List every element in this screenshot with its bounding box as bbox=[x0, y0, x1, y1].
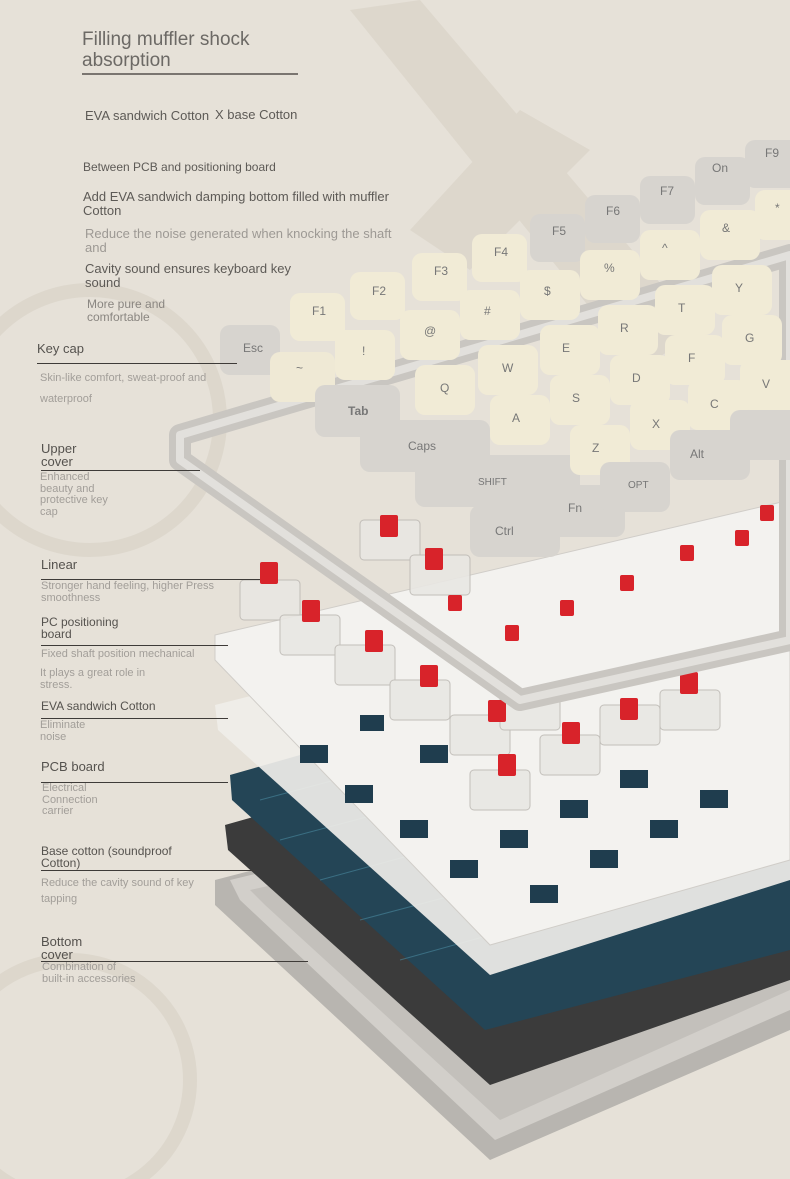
keycap-esc: Esc bbox=[243, 341, 263, 355]
keycap-y: Y bbox=[735, 281, 743, 295]
keycap-tilde: ~ bbox=[296, 361, 303, 375]
keycap-x: X bbox=[652, 417, 660, 431]
layer-eva-cotton-desc: Eliminate noise bbox=[40, 719, 86, 743]
keycap-ctrl: Ctrl bbox=[495, 524, 514, 538]
layer-bottom-cover-desc: Combination of built-in accessories bbox=[42, 961, 136, 985]
keycap-v: V bbox=[762, 377, 770, 391]
title-underline bbox=[82, 73, 298, 75]
keycap-tab: Tab bbox=[348, 404, 368, 418]
keycap-fn: Fn bbox=[568, 501, 582, 515]
keycap-f5: F5 bbox=[552, 224, 566, 238]
keycap-8: * bbox=[775, 201, 780, 215]
keycap-opt: OPT bbox=[628, 480, 649, 491]
intro-more-pure: More pure and comfortable bbox=[87, 297, 166, 324]
layer-upper-cover-rule bbox=[41, 470, 200, 471]
keycap-f1: F1 bbox=[312, 304, 326, 318]
keycap-d: D bbox=[632, 371, 641, 385]
keycap-1: ! bbox=[362, 344, 365, 358]
keycap-2: @ bbox=[424, 324, 436, 338]
keycap-t: T bbox=[678, 301, 686, 315]
layer-pc-board-rule bbox=[41, 645, 228, 646]
keycap-w: W bbox=[502, 361, 514, 375]
layer-keycap-rule bbox=[37, 363, 237, 364]
keycap-f: F bbox=[688, 351, 695, 365]
keycap-alt: Alt bbox=[690, 447, 705, 461]
layer-linear-desc: Stronger hand feeling, higher Press smoo… bbox=[41, 580, 215, 604]
switch-layer bbox=[239, 505, 774, 811]
layer-upper-cover-name: Upper cover bbox=[41, 441, 77, 469]
layer-base-cotton-rule bbox=[41, 870, 255, 871]
layer-upper-cover-desc: Enhanced beauty and protective key cap bbox=[40, 471, 108, 518]
keycap-r: R bbox=[620, 321, 629, 335]
intro-base-cotton: X base Cotton bbox=[215, 107, 298, 122]
keycap-caps: Caps bbox=[408, 439, 436, 453]
page-title: Filling muffler shock absorption bbox=[82, 29, 250, 71]
intro-cavity-sound: Cavity sound ensures keyboard key sound bbox=[85, 261, 291, 291]
intro-add-eva: Add EVA sandwich damping bottom filled w… bbox=[83, 189, 389, 219]
keycap-g: G bbox=[745, 331, 754, 345]
keycap-a: A bbox=[512, 411, 520, 425]
keycap-shift: SHIFT bbox=[478, 477, 507, 488]
layer-pcb-board-name: PCB board bbox=[41, 759, 105, 774]
keycap-f3: F3 bbox=[434, 264, 448, 278]
keycap-f2: F2 bbox=[372, 284, 386, 298]
keycap-5: % bbox=[604, 261, 615, 275]
layer-bottom-cover-rule bbox=[41, 961, 308, 962]
layer-pc-board-desc: Fixed shaft position mechanical bbox=[41, 648, 195, 660]
keycap-z: Z bbox=[592, 441, 599, 455]
keycap-s: S bbox=[572, 391, 580, 405]
keycap-row-6 bbox=[470, 410, 790, 557]
layer-pcb-board-desc: Electrical Connection carrier bbox=[42, 782, 98, 818]
keycap-f9: F9 bbox=[765, 146, 779, 160]
layer-base-cotton-desc: Reduce the cavity sound of key tapping bbox=[41, 877, 194, 905]
keycap-6: ^ bbox=[662, 241, 668, 255]
layer-pc-board-name: PC positioning board bbox=[41, 615, 119, 641]
keycap-3: # bbox=[484, 304, 491, 318]
layer-eva-cotton-rule bbox=[41, 718, 228, 719]
keycap-row-2 bbox=[270, 190, 790, 402]
keycap-c: C bbox=[710, 397, 719, 411]
keycap-on: On bbox=[712, 161, 728, 175]
layer-linear-name: Linear bbox=[41, 557, 78, 572]
keycap-f6: F6 bbox=[606, 204, 620, 218]
layer-keycap-desc: Skin-like comfort, sweat-proof and water… bbox=[40, 372, 207, 405]
keycap-7: & bbox=[722, 221, 730, 235]
keycap-q: Q bbox=[440, 381, 449, 395]
keycap-f7: F7 bbox=[660, 184, 674, 198]
layer-pcb-board-rule bbox=[41, 782, 228, 783]
intro-eva-cotton: EVA sandwich Cotton bbox=[85, 108, 210, 123]
layer-eva-cotton-name: EVA sandwich Cotton bbox=[41, 699, 156, 713]
keycap-row-1 bbox=[220, 140, 790, 375]
layer-base-cotton-name: Base cotton (soundproof Cotton) bbox=[41, 844, 172, 870]
keycap-row-3 bbox=[315, 265, 772, 437]
keycap-e: E bbox=[562, 341, 570, 355]
keycap-f4: F4 bbox=[494, 245, 508, 259]
layer-linear-rule bbox=[41, 579, 260, 580]
layer-keycap-name: Key cap bbox=[37, 341, 84, 356]
keycap-layer: Esc F1 F2 F3 F4 F5 F6 F7 On F9 ~ ! @ # $… bbox=[220, 140, 790, 557]
keycap-4: $ bbox=[544, 284, 551, 298]
layer-bottom-cover-name: Bottom cover bbox=[41, 934, 83, 962]
intro-reduce-noise: Reduce the noise generated when knocking… bbox=[85, 226, 392, 256]
intro-between: Between PCB and positioning board bbox=[83, 160, 276, 174]
layer-pc-board-desc2: It plays a great role in stress. bbox=[40, 667, 146, 691]
